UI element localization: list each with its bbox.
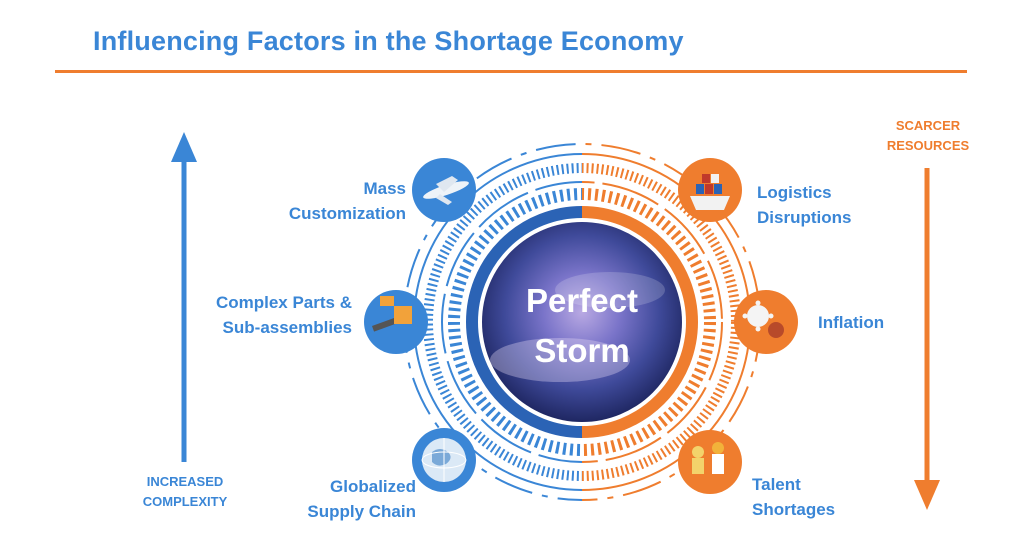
page-title: Influencing Factors in the Shortage Econ… [93, 26, 684, 56]
globe-icon [412, 428, 476, 492]
increased-complexity-label: INCREASED COMPLEXITY [142, 474, 228, 509]
cargo-ship-icon [678, 158, 742, 222]
center-label-line1: Perfect [526, 282, 638, 319]
scarcer-resources-arrow [914, 168, 940, 510]
factor-label-inflation: Inflation [818, 313, 885, 332]
airplane-icon [412, 158, 476, 222]
storm-center: Perfect Storm [482, 222, 682, 422]
center-label-line2: Storm [534, 332, 629, 369]
virus-icon [734, 290, 798, 354]
title-underline [55, 70, 967, 73]
conveyor-icon [364, 290, 428, 354]
increased-complexity-arrow [171, 132, 197, 462]
factor-label-complex-parts: Complex Parts & Sub-assemblies [215, 293, 352, 337]
factor-label-talent-shortages: Talent Shortages [752, 475, 836, 519]
factor-label-logistics-disruptions: Logistics Disruptions [757, 183, 852, 227]
factor-label-globalized-supply-chain: Globalized Supply Chain [307, 477, 416, 521]
workers-icon [678, 430, 742, 494]
factor-label-mass-customization: Mass Customization [288, 179, 406, 223]
scarcer-resources-label: SCARCER RESOURCES [886, 118, 970, 153]
